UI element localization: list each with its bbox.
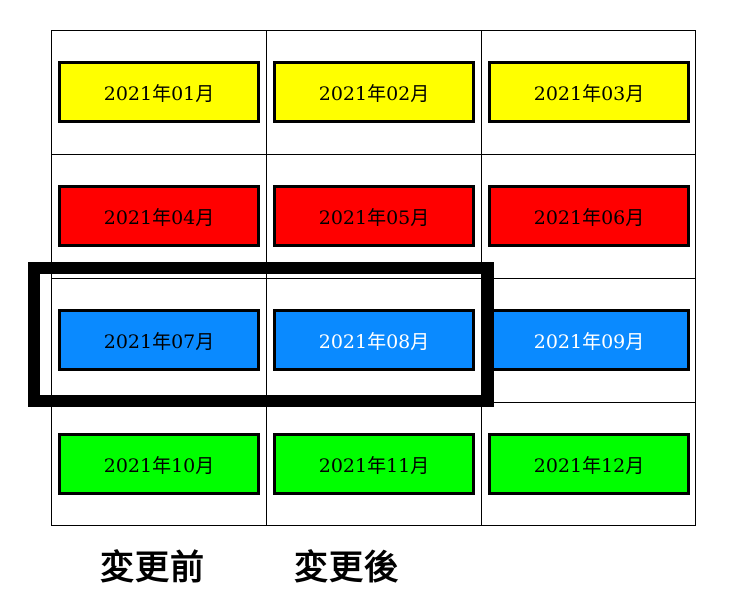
- month-box[interactable]: 2021年05月: [273, 185, 475, 247]
- grid-row-divider: [52, 278, 695, 279]
- month-box[interactable]: 2021年03月: [488, 61, 690, 123]
- caption-before: 変更前: [100, 548, 205, 588]
- month-box[interactable]: 2021年07月: [58, 309, 260, 371]
- month-box[interactable]: 2021年10月: [58, 433, 260, 495]
- month-box[interactable]: 2021年08月: [273, 309, 475, 371]
- month-box[interactable]: 2021年12月: [488, 433, 690, 495]
- grid-row-divider: [52, 154, 695, 155]
- month-box[interactable]: 2021年01月: [58, 61, 260, 123]
- highlight-frame: [28, 262, 494, 407]
- caption-after: 変更後: [294, 548, 399, 588]
- month-box[interactable]: 2021年04月: [58, 185, 260, 247]
- month-box[interactable]: 2021年02月: [273, 61, 475, 123]
- month-box[interactable]: 2021年06月: [488, 185, 690, 247]
- month-box[interactable]: 2021年11月: [273, 433, 475, 495]
- month-box[interactable]: 2021年09月: [488, 309, 690, 371]
